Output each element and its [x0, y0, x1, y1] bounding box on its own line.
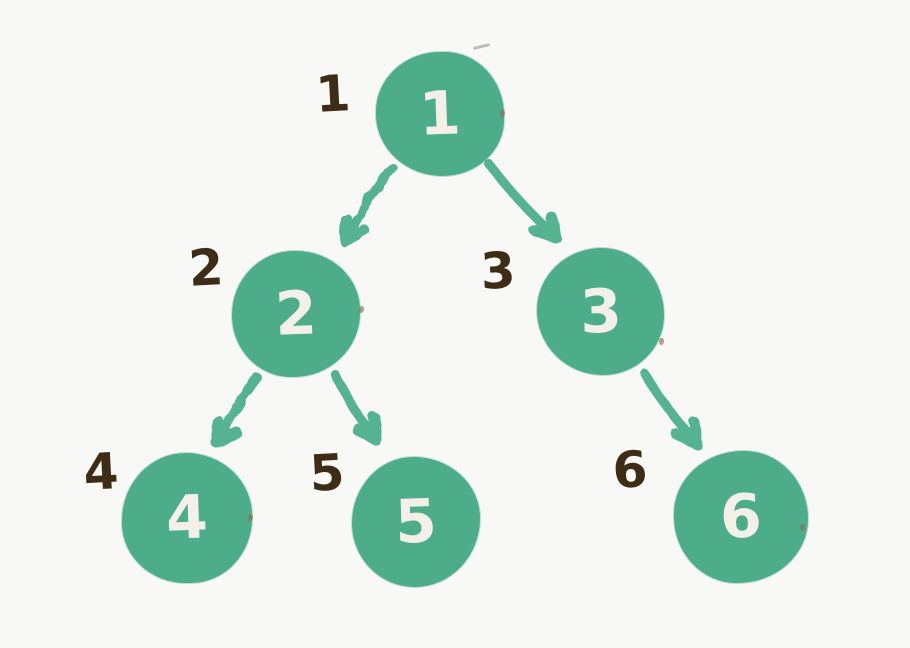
position-label-3: 3 [479, 241, 517, 301]
tree-node-5: 5 [352, 457, 480, 587]
paper-speck [800, 524, 805, 531]
edge-arrow-1-2 [339, 213, 370, 247]
tree-node-1-value: 1 [417, 78, 463, 150]
position-label-4: 4 [82, 442, 120, 502]
tree-node-5-value: 5 [393, 486, 439, 558]
paper-speck [500, 110, 505, 117]
paper-speck [659, 338, 664, 345]
position-label-6: 6 [611, 440, 649, 500]
tree-node-1: 1 [376, 52, 504, 176]
edge-arrow-2-4 [216, 372, 262, 441]
tree-node-2: 2 [232, 251, 360, 377]
edge-arrow-1-2 [344, 162, 397, 239]
edge-arrow-2-5 [351, 412, 382, 446]
edge-arrow-3-6 [671, 416, 703, 450]
position-label-2: 2 [187, 238, 225, 298]
tree-node-3-value: 3 [578, 275, 623, 348]
position-label-1: 1 [314, 64, 352, 124]
tree-node-3: 3 [537, 248, 664, 375]
tree-node-2-value: 2 [273, 278, 319, 350]
tree-node-6-value: 6 [718, 481, 764, 553]
edge-arrow-1-3 [484, 159, 556, 237]
tree-node-4: 4 [122, 453, 252, 583]
edge-arrow-1-3 [529, 211, 562, 244]
position-label-5: 5 [308, 443, 346, 503]
tree-node-6: 6 [674, 451, 808, 583]
tree-node-4-value: 4 [164, 482, 210, 554]
stray-pencil-mark [472, 42, 491, 51]
paper-speck [359, 306, 364, 313]
edge-arrow-3-6 [640, 369, 697, 443]
edge-arrow-2-5 [330, 369, 377, 438]
edge-arrow-2-4 [211, 415, 242, 449]
paper-speck [248, 514, 253, 521]
